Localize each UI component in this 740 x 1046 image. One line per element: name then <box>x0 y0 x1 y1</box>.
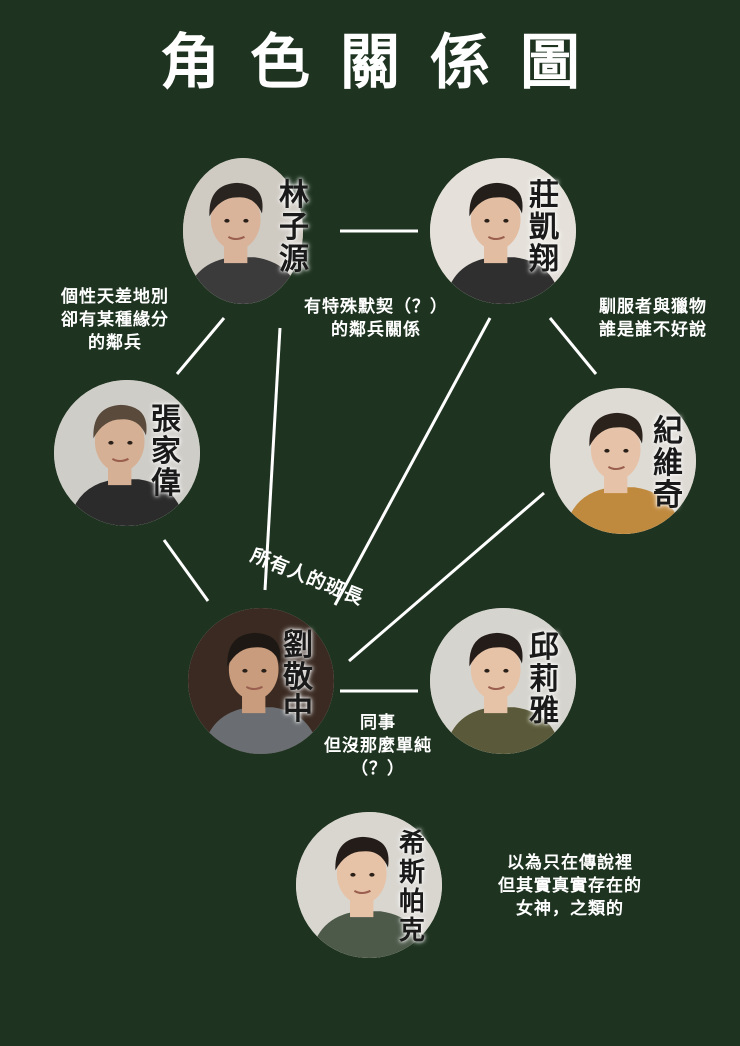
annotation-line: 個性天差地別 <box>61 287 169 307</box>
annotation-line: 誰是誰不好說 <box>599 320 707 340</box>
avatar <box>430 158 576 304</box>
portrait-icon <box>54 380 200 526</box>
annotation-line: 但其實真實存在的 <box>498 876 642 896</box>
portrait-icon <box>188 608 334 754</box>
edge-lin-zhang <box>175 317 226 375</box>
annotation-line: 女神，之類的 <box>516 899 624 919</box>
avatar <box>54 380 200 526</box>
annotation-liu-qiu: 同事 但沒那麼單純 （？） <box>300 712 456 781</box>
edge-zhuang-liu <box>333 317 492 606</box>
edge-lin-liu <box>263 327 282 591</box>
edge-zhang-liu <box>162 539 210 602</box>
annotation-zhuang-ji: 馴服者與獵物 誰是誰不好說 <box>578 296 728 342</box>
avatar <box>296 812 442 958</box>
avatar <box>183 158 303 304</box>
annotation-line: 但沒那麼單純 <box>324 736 432 756</box>
portrait-icon <box>430 158 576 304</box>
edge-zhuang-ji <box>548 317 598 375</box>
annotation-line: 同事 <box>360 713 396 733</box>
annotation-line: 馴服者與獵物 <box>599 297 707 317</box>
portrait-icon <box>550 388 696 534</box>
annotation-lin-zhuang: 有特殊默契（？） 的鄰兵關係 <box>286 296 466 342</box>
diagram-title: 角色關係圖 <box>160 28 610 98</box>
annotation-line: （？） <box>351 759 405 779</box>
name-label: 張家偉 <box>151 402 181 501</box>
avatar <box>188 608 334 754</box>
name-label: 莊凱翔 <box>529 178 559 277</box>
portrait-icon <box>430 608 576 754</box>
annotation-line: 以為只在傳說裡 <box>507 853 633 873</box>
annotation-line: 卻有某種緣分 <box>61 310 169 330</box>
name-label: 希斯帕克 <box>398 829 425 946</box>
annotation-lin-zhang: 個性天差地別 卻有某種緣分 的鄰兵 <box>30 286 200 355</box>
name-label: 劉敬中 <box>283 628 313 727</box>
avatar <box>550 388 696 534</box>
edge-ji-liu <box>348 491 545 663</box>
name-label: 紀維奇 <box>653 414 683 513</box>
portrait-icon <box>183 158 303 304</box>
annotation-line: 的鄰兵 <box>88 333 142 353</box>
annotation-xi: 以為只在傳說裡 但其實真實存在的 女神，之類的 <box>470 852 670 921</box>
annotation-line: 有特殊默契（？） <box>304 297 448 317</box>
portrait-icon <box>296 812 442 958</box>
annotation-line: 的鄰兵關係 <box>331 320 421 340</box>
name-label: 邱莉雅 <box>529 630 559 729</box>
name-label: 林子源 <box>279 178 309 277</box>
avatar <box>430 608 576 754</box>
